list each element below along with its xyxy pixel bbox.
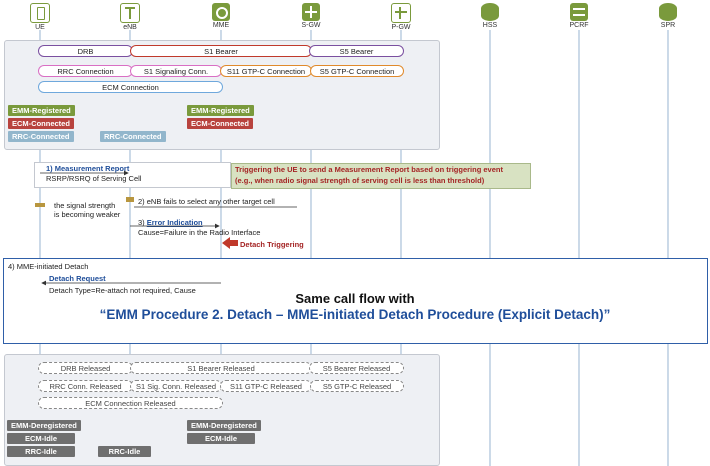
step3-title: 3) Error Indication [138,218,203,227]
ue-ecm-state: ECM-Connected [8,118,74,129]
rrc-released-bar: RRC Conn. Released [38,380,133,392]
rrc-connection-bar: RRC Connection [38,65,133,77]
weak-signal-line2: is becoming weaker [54,210,121,219]
detach-request-label: Detach Request [49,274,106,283]
node-label: P-GW [391,24,411,31]
s5-bearer-released-bar: S5 Bearer Released [309,362,404,374]
node-label: MME [212,22,230,29]
node-mme: MME [211,3,231,29]
s1-sig-released-bar: S1 Sig. Conn. Released [130,380,222,392]
detach-trigger-arrow-icon [222,237,238,249]
step1-title: 1) Measurement Report [46,164,130,173]
step4-title: 4) MME-initiated Detach [8,262,89,271]
detach-procedure-box [3,258,708,344]
ecm-connection-bar: ECM Connection [38,81,223,93]
trigger-note-line1: Triggering the UE to send a Measurement … [235,165,503,174]
trigger-note-line2: (e.g., when radio signal strength of ser… [235,176,485,185]
phone-icon [30,3,50,23]
node-label: eNB [123,24,137,31]
step1-sub: RSRP/RSRQ of Serving Cell [46,174,142,183]
ue-rrc-state: RRC-Connected [8,131,74,142]
node-label: SPR [660,22,676,29]
node-label: PCRF [569,22,589,29]
mme-ecm-state: ECM-Connected [187,118,253,129]
router-icon [302,3,320,21]
weak-signal-line1: the signal strength [54,201,116,210]
antenna-icon [120,3,140,23]
database-icon [481,3,499,21]
swap-icon [570,3,588,21]
s5-bearer-bar: S5 Bearer [309,45,404,57]
node-label: UE [35,24,45,31]
enb-rrc-state: RRC-Connected [100,131,166,142]
s1-bearer-released-bar: S1 Bearer Released [130,362,312,374]
mme-emm-dereg-state: EMM-Deregistered [187,420,261,431]
node-pcrf: PCRF [569,3,589,29]
ue-rrc-idle-state: RRC-Idle [7,446,75,457]
node-label: S-GW [301,22,321,29]
step2-marker [126,197,134,202]
trigger-note [231,163,531,189]
s11-released-bar: S11 GTP-C Released [220,380,312,392]
step2-label: 2) eNB fails to select any other target … [138,197,275,206]
ecm-released-bar: ECM Connection Released [38,397,223,409]
node-spr: SPR [658,3,678,29]
s1-signaling-bar: S1 Signaling Conn. [130,65,222,77]
s5-gtpc-bar: S5 GTP-C Connection [310,65,404,77]
node-sgw: S-GW [301,3,321,29]
node-label: HSS [482,22,498,29]
initial-state-panel [4,40,440,150]
weak-signal-marker [35,203,45,207]
ue-emm-dereg-state: EMM-Deregistered [7,420,81,431]
node-ue: UE [30,3,50,31]
drb-released-bar: DRB Released [38,362,133,374]
ue-emm-state: EMM-Registered [8,105,75,116]
mme-emm-state: EMM-Registered [187,105,254,116]
node-enb: eNB [120,3,140,31]
database-icon [659,3,677,21]
headline-line2: “EMM Procedure 2. Detach – MME-initiated… [99,307,611,322]
ue-ecm-idle-state: ECM-Idle [7,433,75,444]
node-hss: HSS [480,3,500,29]
headline-line1: Same call flow with [295,291,415,306]
step3-sub: Cause=Failure in the Radio Interface [138,228,261,237]
step1-box [34,162,231,188]
enb-rrc-idle-state: RRC-Idle [98,446,151,457]
detach-trigger-label: Detach Triggering [240,240,304,249]
router-icon [391,3,411,23]
detach-request-sub: Detach Type=Re-attach not required, Caus… [49,286,196,295]
s5-gtpc-released-bar: S5 GTP-C Released [310,380,404,392]
node-pgw: P-GW [391,3,411,31]
gear-icon [212,3,230,21]
mme-ecm-idle-state: ECM-Idle [187,433,255,444]
